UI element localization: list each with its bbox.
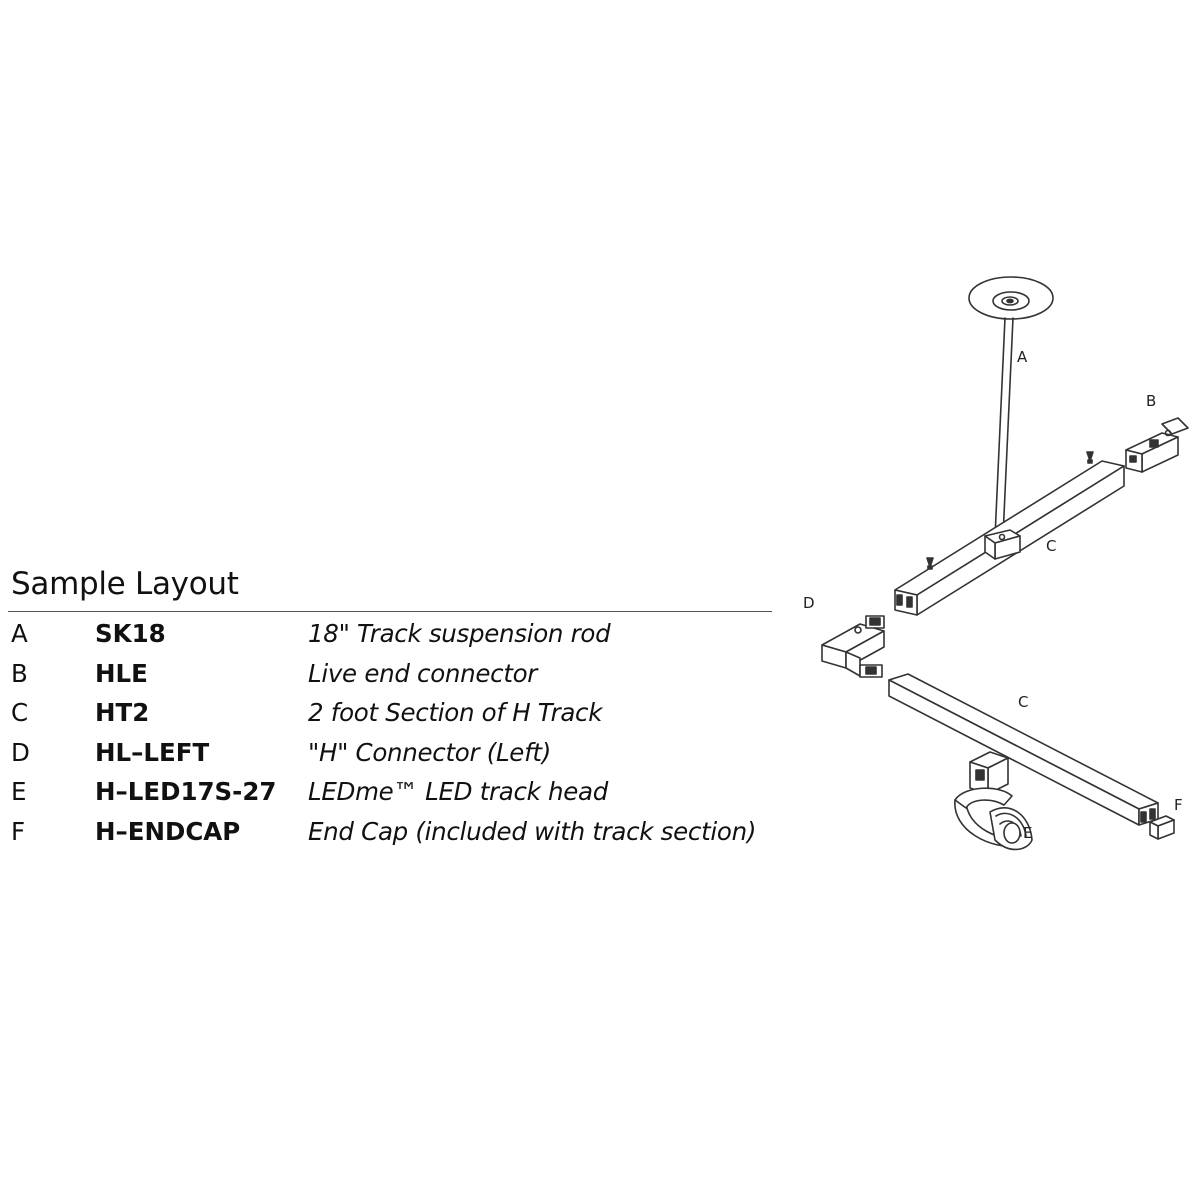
callout-a: A	[1017, 348, 1028, 366]
callout-f: F	[1174, 796, 1183, 814]
live-end-connector	[1125, 417, 1189, 473]
layout-title: Sample Layout	[11, 566, 239, 602]
callout-c-lower: C	[1018, 693, 1028, 711]
part-row-b: B HLE Live end connector	[0, 656, 790, 696]
part-letter: E	[11, 777, 27, 807]
callout-b: B	[1146, 392, 1156, 410]
part-letter: C	[11, 698, 29, 728]
track-section-lower	[888, 673, 1159, 826]
end-cap	[1149, 815, 1175, 840]
rod-mount	[984, 529, 1021, 560]
part-description: 2 foot Section of H Track	[308, 698, 603, 728]
part-description: LEDme™ LED track head	[308, 777, 609, 807]
callout-c-upper: C	[1046, 537, 1056, 555]
part-row-e: E H–LED17S-27 LEDme™ LED track head	[0, 774, 790, 814]
part-letter: A	[11, 619, 28, 648]
part-letter: F	[11, 816, 26, 846]
part-code: H–LED17S-27	[95, 777, 277, 807]
part-row-f: F H–ENDCAP End Cap (included with track …	[0, 814, 790, 854]
callout-e: E	[1023, 824, 1032, 842]
parts-list: A SK18 18" Track suspension rod B HLE Li…	[0, 616, 790, 854]
part-letter: B	[11, 658, 28, 688]
part-row-d: D HL–LEFT "H" Connector (Left)	[0, 735, 790, 775]
part-code: HL–LEFT	[95, 737, 210, 767]
part-row-c: C HT2 2 foot Section of H Track	[0, 695, 790, 735]
suspension-rod	[968, 276, 1054, 538]
h-connector-left	[821, 615, 885, 678]
part-code: HLE	[95, 658, 148, 688]
part-code: HT2	[95, 698, 150, 728]
part-code: H–ENDCAP	[95, 816, 241, 846]
screw-icon	[926, 451, 1094, 570]
part-letter: D	[11, 737, 30, 767]
part-row-a: A SK18 18" Track suspension rod	[0, 616, 790, 656]
part-code: SK18	[95, 619, 166, 648]
part-description: End Cap (included with track section)	[308, 816, 757, 846]
callout-d: D	[803, 594, 815, 612]
part-description: 18" Track suspension rod	[308, 619, 611, 648]
title-divider	[8, 611, 772, 612]
part-description: Live end connector	[308, 658, 538, 688]
led-track-head	[954, 751, 1033, 851]
part-description: "H" Connector (Left)	[308, 737, 551, 767]
